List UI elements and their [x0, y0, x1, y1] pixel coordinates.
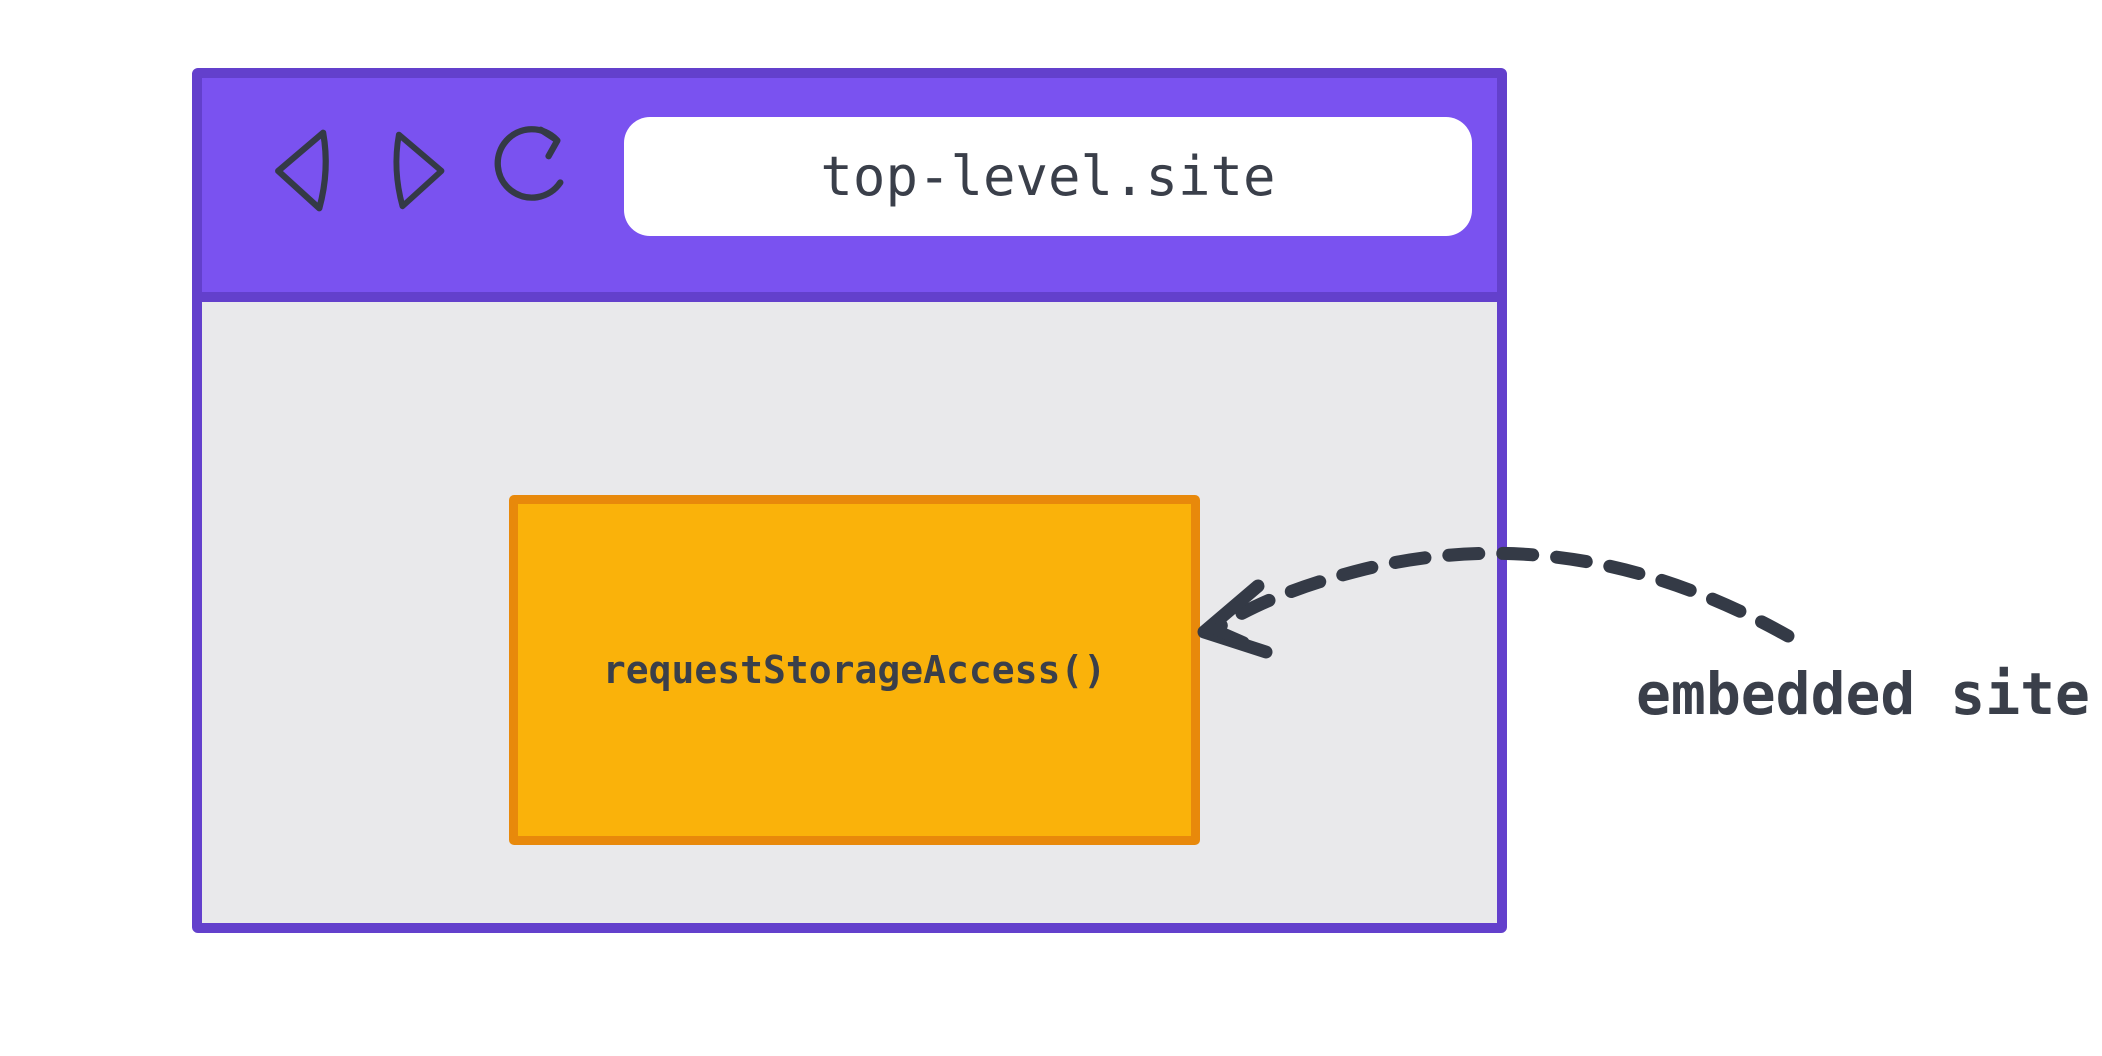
- browser-content: requestStorageAccess(): [202, 302, 1497, 913]
- reload-icon[interactable]: [486, 120, 574, 204]
- address-bar[interactable]: top-level.site: [624, 117, 1472, 236]
- back-icon[interactable]: [273, 126, 335, 214]
- embedded-iframe-label: requestStorageAccess(): [602, 648, 1107, 692]
- address-bar-url: top-level.site: [820, 145, 1276, 208]
- browser-titlebar: top-level.site: [202, 78, 1497, 302]
- browser-window: top-level.site requestStorageAccess(): [192, 68, 1507, 933]
- embedded-iframe[interactable]: requestStorageAccess(): [509, 495, 1200, 845]
- embedded-site-label: embedded site: [1636, 660, 2090, 728]
- forward-icon[interactable]: [388, 128, 446, 212]
